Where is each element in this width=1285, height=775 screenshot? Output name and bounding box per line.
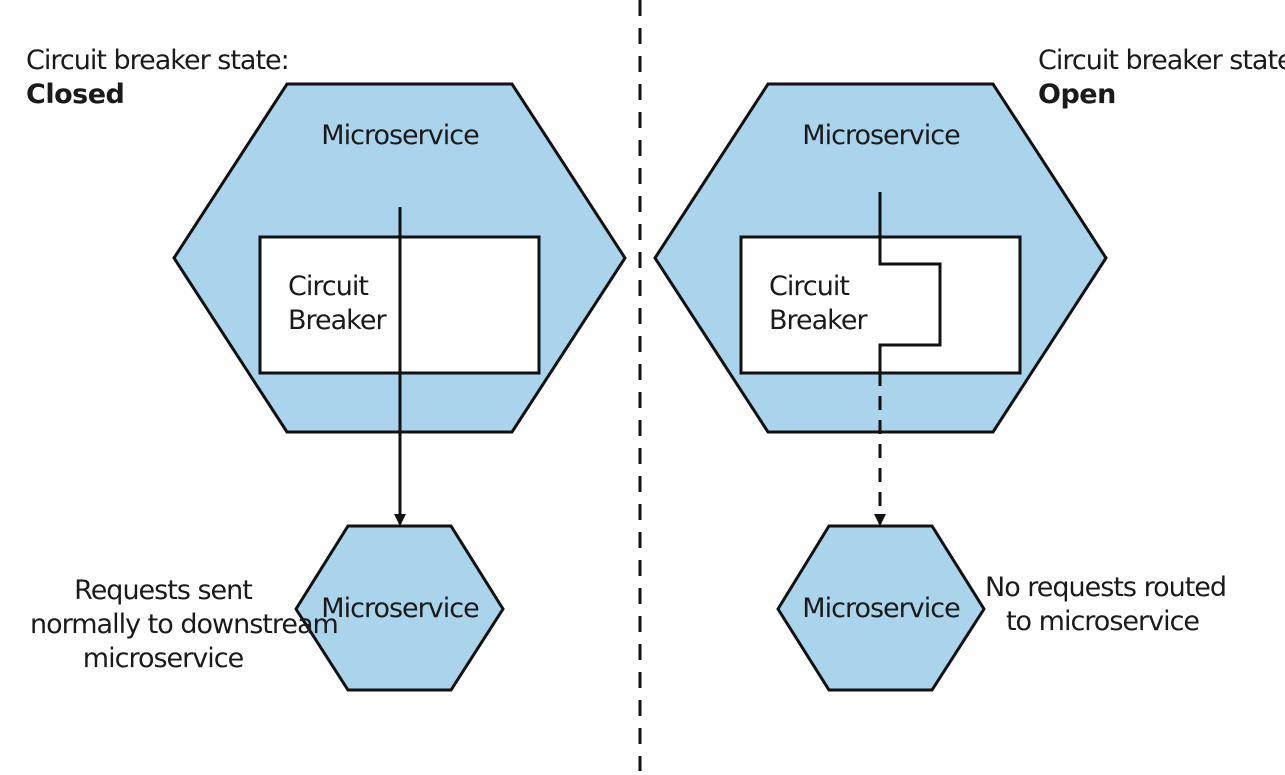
right-state-heading: Circuit breaker state: Open xyxy=(1038,44,1285,112)
right-state-title: Circuit breaker state: xyxy=(1038,45,1285,76)
left-breaker-label-line1: Circuit xyxy=(288,271,369,302)
right-caption: No requests routed to microservice xyxy=(985,571,1227,639)
left-state-title: Circuit breaker state: xyxy=(26,45,290,76)
left-caption-line2: normally to downstream xyxy=(30,609,339,640)
left-downstream-microservice-hexagon xyxy=(294,524,505,692)
right-caption-line2: to microservice xyxy=(1005,606,1200,637)
left-caption-line1: Requests sent xyxy=(74,575,253,606)
left-breaker-label: Circuit Breaker xyxy=(288,270,387,338)
left-state-value: Closed xyxy=(26,79,125,110)
right-caption-line1: No requests routed xyxy=(985,572,1227,603)
left-caption-line3: microservice xyxy=(82,643,244,674)
left-downstream-service-label: Microservice xyxy=(321,593,479,624)
left-breaker-label-line2: Breaker xyxy=(288,305,387,336)
right-state-value: Open xyxy=(1038,79,1116,110)
right-open-switch-path xyxy=(878,192,942,372)
right-downstream-microservice-hexagon xyxy=(776,524,986,692)
right-breaker-label: Circuit Breaker xyxy=(769,270,868,338)
left-outer-service-label: Microservice xyxy=(321,120,479,151)
left-caption: Requests sent normally to downstream mic… xyxy=(30,574,339,676)
right-downstream-service-label: Microservice xyxy=(802,593,960,624)
right-breaker-label-line1: Circuit xyxy=(769,271,850,302)
right-breaker-label-line2: Breaker xyxy=(769,305,868,336)
left-state-heading: Circuit breaker state: Closed xyxy=(26,44,290,112)
right-outer-service-label: Microservice xyxy=(802,120,960,151)
